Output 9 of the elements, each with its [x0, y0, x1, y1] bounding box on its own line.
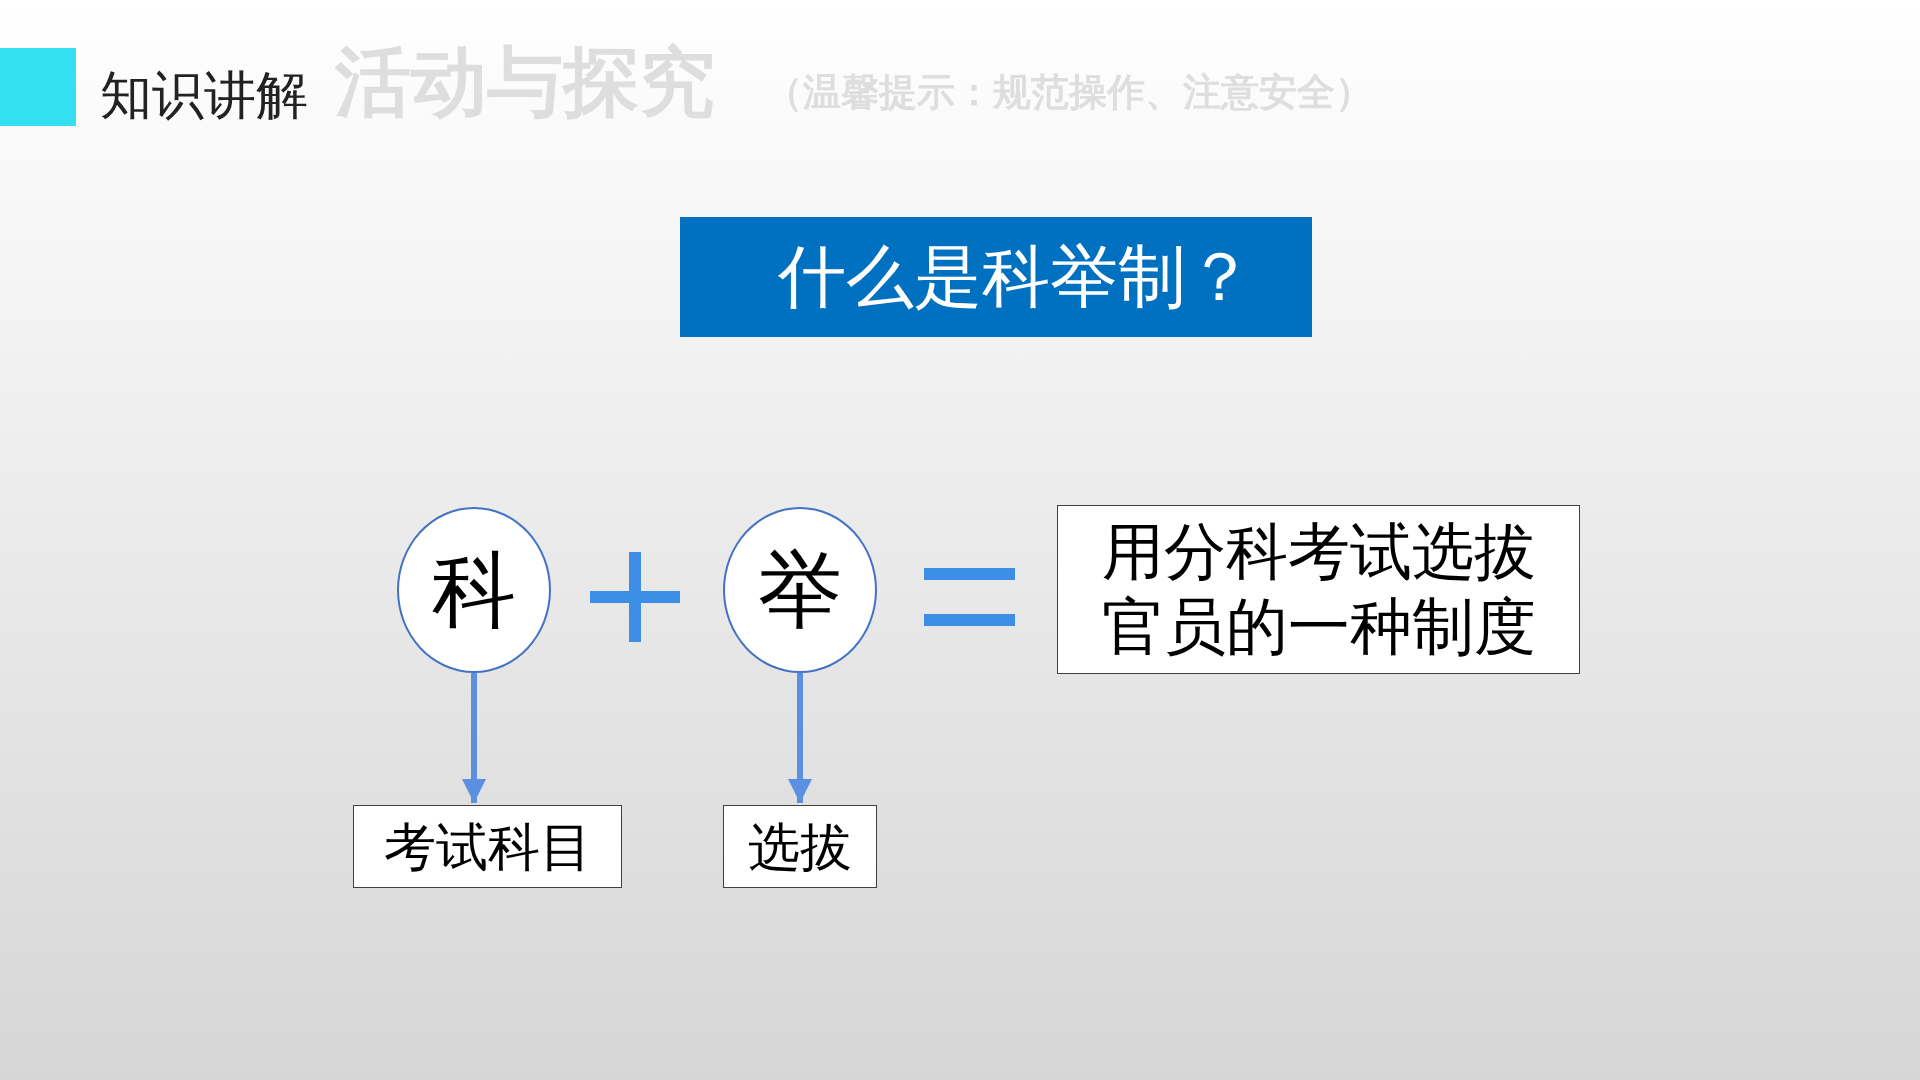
- meaning-box: 选拔: [723, 805, 877, 888]
- arrow: [788, 673, 812, 803]
- meaning-box: 考试科目: [353, 805, 622, 888]
- definition-box: 用分科考试选拔官员的一种制度: [1057, 505, 1580, 674]
- character-circle: 举: [723, 507, 877, 673]
- arrow: [462, 673, 486, 803]
- question-banner: 什么是科举制？: [680, 217, 1312, 337]
- section-title: 知识讲解: [100, 64, 308, 127]
- character-circle: 科: [397, 507, 551, 673]
